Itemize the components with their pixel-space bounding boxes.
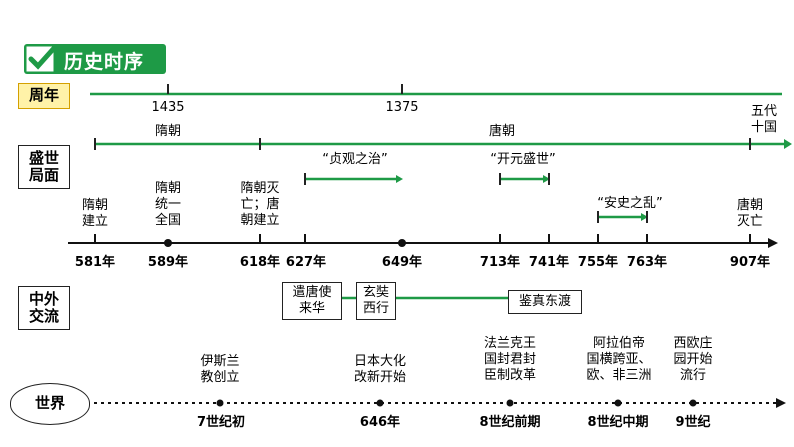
tang-span-label: 唐朝 <box>488 124 515 139</box>
five-dynasties-label: 五代 十国 <box>750 104 777 135</box>
page-title: 历史时序 <box>64 51 145 73</box>
scale-label-1435: 1435 <box>151 100 185 115</box>
exchange-envoy-text: 遣唐使 来华 <box>292 285 332 316</box>
year-713: 713年 <box>479 255 521 270</box>
world-date-9c: 9世纪 <box>675 415 711 430</box>
year-907: 907年 <box>729 255 771 270</box>
event-tang-fall: 唐朝 灭亡 <box>736 198 763 229</box>
row-label-prosperity-text: 盛世 局面 <box>28 148 59 184</box>
event-sui-found: 隋朝 建立 <box>81 198 108 229</box>
event-sui-unify: 隋朝 统一 全国 <box>154 181 181 228</box>
year-741: 741年 <box>528 255 570 270</box>
era-anshi: “安史之乱” <box>597 196 663 211</box>
exchange-envoy: 遣唐使 来华 <box>282 282 342 320</box>
year-763: 763年 <box>626 255 668 270</box>
year-755: 755年 <box>577 255 619 270</box>
era-kaiyuan: “开元盛世” <box>490 152 556 167</box>
sui-span-label: 隋朝 <box>154 124 181 139</box>
row-label-exchange-text: 中外 交流 <box>28 289 59 325</box>
year-589: 589年 <box>147 255 189 270</box>
year-618: 618年 <box>239 255 281 270</box>
world-date-646: 646年 <box>359 415 401 430</box>
exchange-xuanzang: 玄奘 西行 <box>356 282 396 320</box>
dynasty-arrow <box>784 139 792 149</box>
world-date-8c-mid: 8世纪中期 <box>587 415 649 430</box>
era-zhenguan: “贞观之治” <box>322 152 388 167</box>
row-label-year: 周年 <box>18 83 70 109</box>
world-date-8c-early: 8世纪前期 <box>479 415 541 430</box>
dot-589 <box>164 239 172 247</box>
event-sui-fall: 隋朝灭 亡；唐 朝建立 <box>240 181 280 228</box>
world-date-7c: 7世纪初 <box>196 415 246 430</box>
dot-649 <box>398 239 406 247</box>
world-frank: 法兰克王 国封君封 臣制改革 <box>483 336 536 383</box>
year-627: 627年 <box>285 255 327 270</box>
world-islam: 伊斯兰 教创立 <box>200 354 240 385</box>
check-icon <box>24 44 58 74</box>
world-taika: 日本大化 改新开始 <box>353 354 406 385</box>
scale-label-1375: 1375 <box>385 100 419 115</box>
exchange-jianzhen: 鉴真东渡 <box>508 290 582 314</box>
year-581: 581年 <box>74 255 116 270</box>
row-label-world: 世界 <box>10 383 90 425</box>
year-649: 649年 <box>381 255 423 270</box>
row-label-prosperity: 盛世 局面 <box>18 145 70 189</box>
exchange-xuanzang-text: 玄奘 西行 <box>362 285 389 316</box>
row-label-exchange: 中外 交流 <box>18 286 70 330</box>
world-arab: 阿拉伯帝 国横跨亚、 欧、非三洲 <box>586 336 652 383</box>
world-manor: 西欧庄 园开始 流行 <box>673 336 713 383</box>
